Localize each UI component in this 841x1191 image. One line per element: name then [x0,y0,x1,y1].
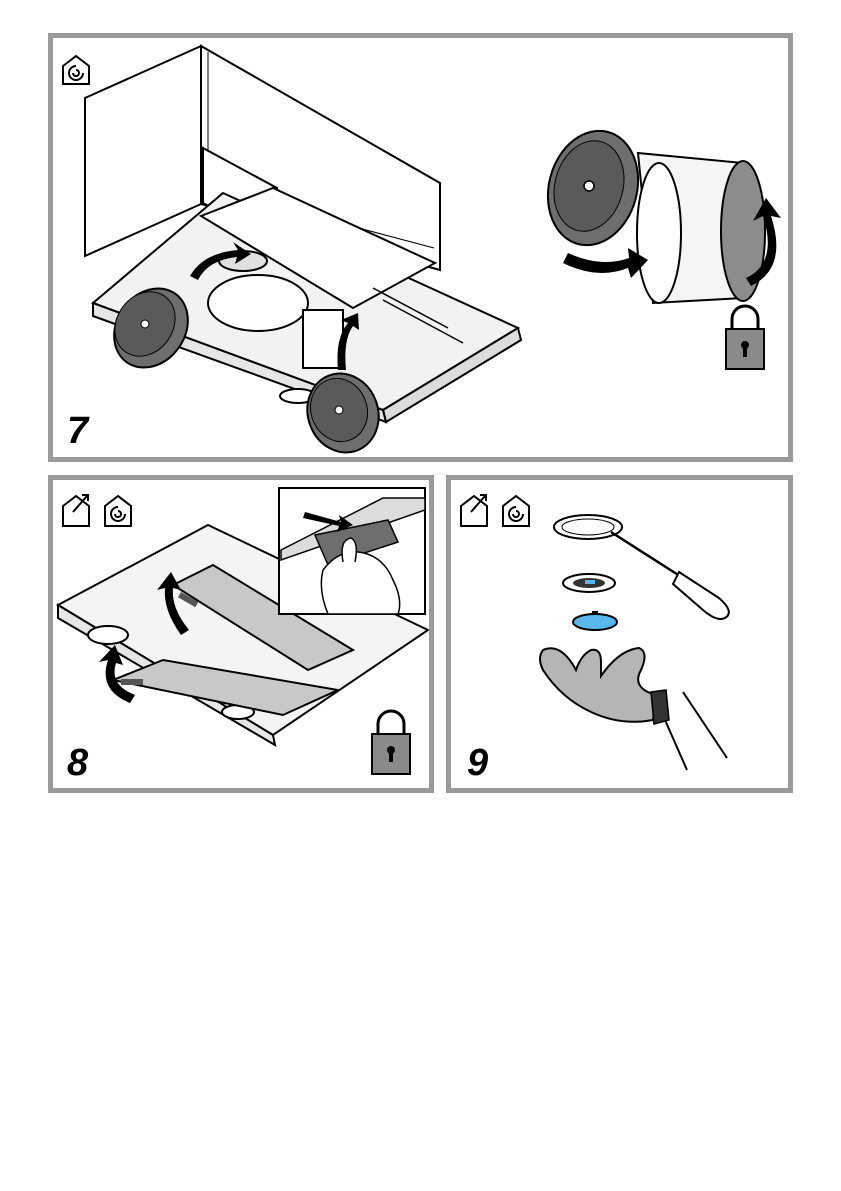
padlock-icon [372,711,410,774]
extraction-icon [63,495,89,526]
lamp-bulb [573,611,617,630]
lamp-holder [563,574,615,592]
extraction-icon [461,495,487,526]
step-7-illustration [53,38,788,457]
filter-detail [535,121,765,303]
recirculation-icon [105,496,131,526]
lamp-cover [554,515,622,539]
step-9-panel: 9 [446,475,793,793]
step-7-panel: 7 [48,33,793,462]
step-number: 8 [67,744,88,782]
screwdriver-icon [611,532,729,619]
step-number: 9 [467,744,488,782]
recirculation-icon [503,496,529,526]
latch-detail-inset [279,488,425,614]
step-8-illustration [53,480,429,788]
recirculation-icon [63,56,89,84]
step-9-illustration [451,480,788,788]
step-8-panel: 8 [48,475,434,793]
gloved-hand [540,648,727,770]
padlock-icon [726,306,764,369]
step-number: 7 [67,412,88,450]
